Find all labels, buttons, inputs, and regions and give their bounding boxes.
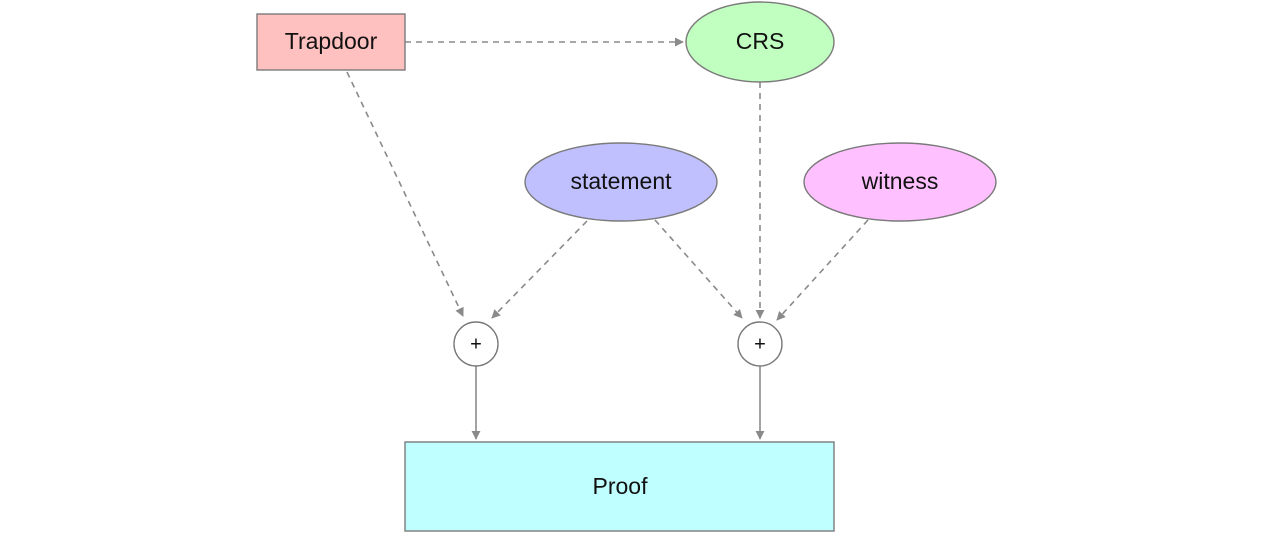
edges (346, 37, 869, 440)
edge-witness-to-combine-right (776, 219, 869, 321)
edge-statement-to-combine-right (654, 219, 743, 319)
proof-label: Proof (593, 473, 649, 499)
node-proof: Proof (404, 441, 835, 532)
crs-label: CRS (736, 28, 785, 54)
witness-ellipse (803, 142, 997, 222)
combine-right-plus: + (754, 333, 766, 355)
combine-left-circle (453, 321, 499, 367)
proof-box (404, 441, 835, 532)
trapdoor-box (256, 13, 406, 71)
trapdoor-label: Trapdoor (285, 28, 378, 54)
statement-ellipse (524, 142, 718, 222)
node-combine-left: + (453, 321, 499, 367)
node-trapdoor: Trapdoor (256, 13, 406, 71)
crs-ellipse (685, 1, 835, 83)
edge-trapdoor-to-combine-left (346, 71, 464, 317)
witness-label: witness (861, 168, 939, 194)
node-witness: witness (803, 142, 997, 222)
node-crs: CRS (685, 1, 835, 83)
combine-left-plus: + (470, 333, 482, 355)
combine-right-circle (737, 321, 783, 367)
edge-statement-to-combine-left (491, 220, 588, 319)
statement-label: statement (571, 168, 673, 194)
node-combine-right: + (737, 321, 783, 367)
node-statement: statement (524, 142, 718, 222)
